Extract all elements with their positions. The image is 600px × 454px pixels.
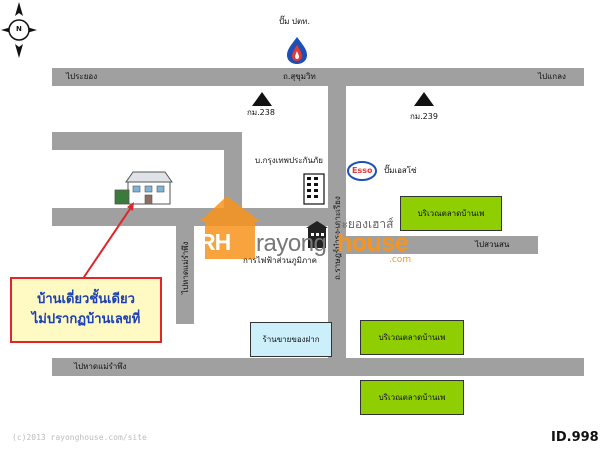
km239-marker-icon [414,92,434,106]
souvenir-shop-box: ร้านขายของฝาก [250,322,332,357]
road-label-sukhumvit: ถ.สุขุมวิท [283,72,316,81]
road-label-left-mae-ramphueng: ไปหาดแม่รำพึง [181,241,190,294]
insurance-label: บ.กรุงเทพประกันภัย [255,156,323,165]
office-building-icon [303,173,325,205]
road-label-to-klaeng: ไปแกลง [538,72,566,81]
km238-label: กม.238 [247,108,275,117]
electric-authority-label: การไฟฟ้าส่วนภูมิภาค [243,256,317,265]
house-callout: บ้านเดี่ยวชั้นเดียว ไม่ปรากฏบ้านเลขที่ [10,277,162,343]
road-bottom [52,358,584,376]
esso-logo-text: Esso [352,166,373,175]
callout-line-1: บ้านเดี่ยวชั้นเดียว [37,291,135,307]
watermark-logo-icon [199,196,261,259]
compass-letter: N [16,25,22,33]
market-box-middle: บริเวณตลาดบ้านเพ [360,320,464,355]
market-box-bottom: บริเวณตลาดบ้านเพ [360,380,464,415]
location-arrow [81,202,134,281]
road-sukhumvit [52,68,584,86]
electric-authority-icon [306,221,328,248]
market-box-top: บริเวณตลาดบ้านเพ [400,196,502,231]
road-label-bottom-mae-ramphueng: ไปหาดแม่รำพึง [74,362,127,371]
esso-label: ปั๊มเอสโซ่ [384,166,417,175]
esso-logo-icon [347,161,377,181]
ptt-label: ปั๊ม ปตท. [279,17,310,26]
road-label-to-suan-son: ไปสวนสน [475,240,510,249]
km239-label: กม.239 [410,112,438,121]
road-suan-son [346,236,538,254]
ptt-station-icon [287,37,307,64]
callout-line-2: ไม่ปรากฏบ้านเลขที่ [31,312,141,327]
road-label-ratbamrung: ถ.ราษฎร์บำรุง-เกาะเรียง [333,196,342,280]
compass-icon [1,2,37,58]
house-icon [114,171,173,205]
road-left-vertical [224,132,242,210]
km238-marker-icon [252,92,272,106]
copyright-text: (c)2013 rayonghouse.com/site [12,433,147,442]
road-middle-horizontal [52,208,346,226]
road-mae-ramphueng [176,226,194,324]
document-id: ID.998 [551,430,599,445]
road-label-to-rayong: ไประยอง [66,72,98,81]
road-upper-branch [52,132,242,150]
